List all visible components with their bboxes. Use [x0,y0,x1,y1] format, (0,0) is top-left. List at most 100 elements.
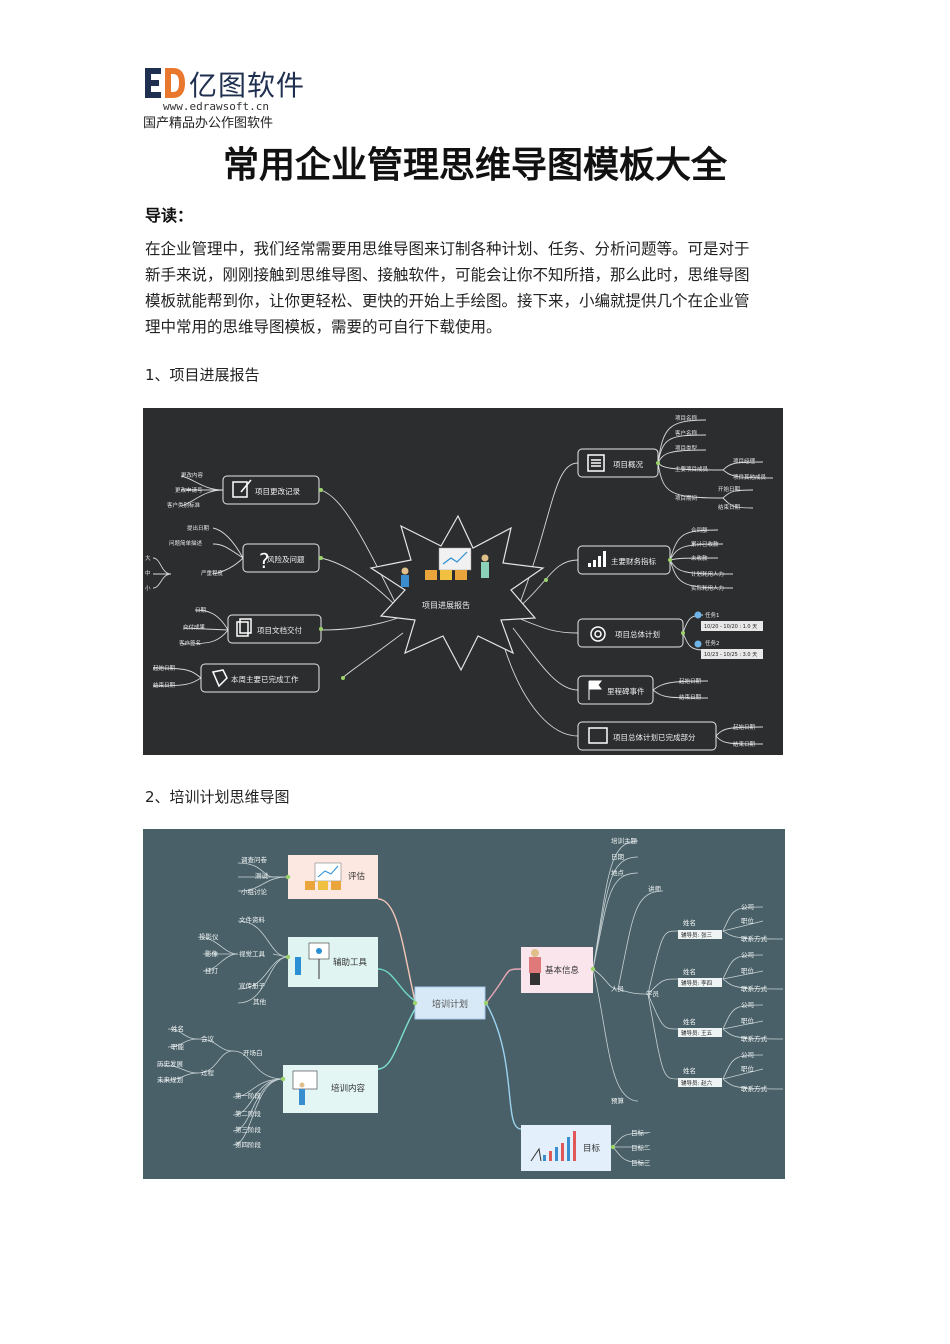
calendar-icon [588,727,608,744]
leaf-label: 日期 [611,853,625,861]
student-field: 公司 [741,903,754,911]
node-label: 项目更改记录 [255,486,300,496]
paragraph-line: 新手来说，刚刚接触到思维导图、接触软件，可能会让你不知所措，那么此时，思维导图 [145,266,750,284]
leaf-label: 其他 [253,997,267,1006]
leaf-label: 项目经理 [733,457,756,465]
bar-chart-icon [588,551,606,567]
node-label: 目标 [583,1143,601,1154]
leaf-label: 未来规划 [157,1075,183,1084]
goal-bars-icon [530,1131,576,1162]
leaf-label: 测试 [255,871,269,880]
mindmap-training-plan: 培训计划 评估 辅助工具 培训内容 基本信息 目标 调查问卷 测试 小组讨论 文… [143,829,785,1179]
student-name: 姓名 [683,967,696,976]
leaf-label: 第三阶段 [235,1125,262,1134]
node-label: 评估 [348,871,366,882]
task-dates: 10/23 - 10/25 : 3.0 天 [704,652,757,658]
node-label: 培训内容 [331,1083,366,1094]
node-label: 项目总体计划 [615,629,660,639]
node-label: 项目概况 [613,459,643,469]
brand-url[interactable]: www.edrawsoft.cn [163,100,269,113]
leaf-label: 过程 [201,1068,215,1077]
leaf-label: 大 [145,554,151,562]
student-field: 公司 [741,951,754,959]
leaf-label: 讲师 [648,884,662,893]
student-id: 辅导员: 赵六 [681,1079,713,1087]
mindmap-project-report: 项目进展报告 ? 项目更改记录 风险及问题 项目文档交付 本周主要已完成工作 项… [143,408,783,755]
leaf-label: 日期 [195,607,207,614]
leaf-label: 项目其他成员 [733,473,767,481]
student-id: 辅导员: 李四 [681,979,712,987]
student-name: 姓名 [683,1066,696,1075]
leaf-label: 地点 [611,868,625,877]
center-burst [369,514,545,672]
leaf-label: 项目类型 [675,444,698,452]
leaf-label: 问题简单描述 [169,539,203,547]
student-name: 姓名 [683,918,696,927]
brand-tagline: 国产精品办公作图软件 [143,116,274,131]
student-field: 联系方式 [741,934,768,943]
leaf-label: 目标一 [631,1128,651,1137]
leaf-label: 开始日期 [718,485,741,493]
student-field: 职位 [741,966,755,975]
leaf-label: 文件资料 [239,915,266,924]
center-label: 培训计划 [432,998,468,1010]
leaf-label: 投影仪 [199,932,219,941]
leaf-label: 目标三 [631,1158,651,1167]
brand-name: 亿图软件 [189,69,306,102]
leaf-label: 未收款 [691,554,708,562]
student-field: 职位 [741,916,755,925]
edraw-logo-icon [145,68,185,98]
center-label: 项目进展报告 [422,600,470,610]
leaf-label: 培训主题 [611,836,638,845]
leaf-label: 客户名称 [675,429,698,437]
leaf-label: 挂灯 [205,966,219,975]
target-icon [590,626,606,642]
student-field: 公司 [741,1001,754,1009]
student-field: 联系方式 [741,984,768,993]
edit-icon [232,481,248,498]
leaf-label: 实际耗用人力 [691,584,724,592]
list-icon [587,454,605,472]
leaf-label: 调查问卷 [241,855,268,864]
leaf-label: 会议 [201,1034,215,1043]
section-heading-1: 1、项目进展报告 [145,366,260,384]
student-id: 辅导员: 王五 [681,1029,713,1037]
student-field: 职位 [741,1064,755,1073]
leaf-label: 第四阶段 [235,1140,262,1149]
student-id: 辅导员: 张三 [681,931,713,939]
leaf-label: 姓名 [171,1024,184,1033]
leaf-label: 开场白 [243,1048,263,1057]
node-label: 主要财务指标 [611,556,656,566]
leaf-label: 客户类别标准 [167,501,201,509]
leaf-label: 小 [145,584,151,592]
leaf-label: 任务1 [705,611,720,619]
flag-icon [588,680,602,700]
task-dates: 10/20 - 10/20 : 1.0 天 [704,624,757,630]
leaf-label: 起始日期 [153,664,176,672]
person-icon [529,957,541,973]
lead-heading: 导读： [145,206,194,225]
leaf-label: 计划耗用人力 [691,570,724,578]
question-icon: ? [259,549,270,573]
leaf-label: 合同额 [691,526,708,534]
leaf-label: 中 [145,569,151,577]
leaf-label: 学员 [646,989,660,998]
leaf-label: 视觉工具 [239,949,266,958]
flowchart-icon [292,1070,318,1090]
leaf-label: 提出日期 [187,524,210,532]
student-field: 公司 [741,1051,754,1059]
tag-icon [211,669,228,688]
leaf-label: 预算 [611,1096,625,1105]
leaf-label: 结束日期 [718,503,741,511]
paragraph-line: 在企业管理中，我们经常需要用思维导图来订制各种计划、任务、分析问题等。可是对于 [145,240,750,258]
leaf-label: 任务2 [705,639,720,647]
leaf-label: 主要项目成员 [675,465,709,473]
leaf-label: 交付成果 [183,623,206,631]
leaf-label: 项目期间 [675,494,697,502]
leaf-label: 目标二 [631,1143,651,1152]
leaf-label: 结束日期 [153,681,176,689]
leaf-label: 项目名称 [675,414,698,422]
leaf-label: 起始日期 [733,723,756,731]
leaf-label: 第二阶段 [235,1109,262,1118]
leaf-label: 起始日期 [679,677,702,685]
